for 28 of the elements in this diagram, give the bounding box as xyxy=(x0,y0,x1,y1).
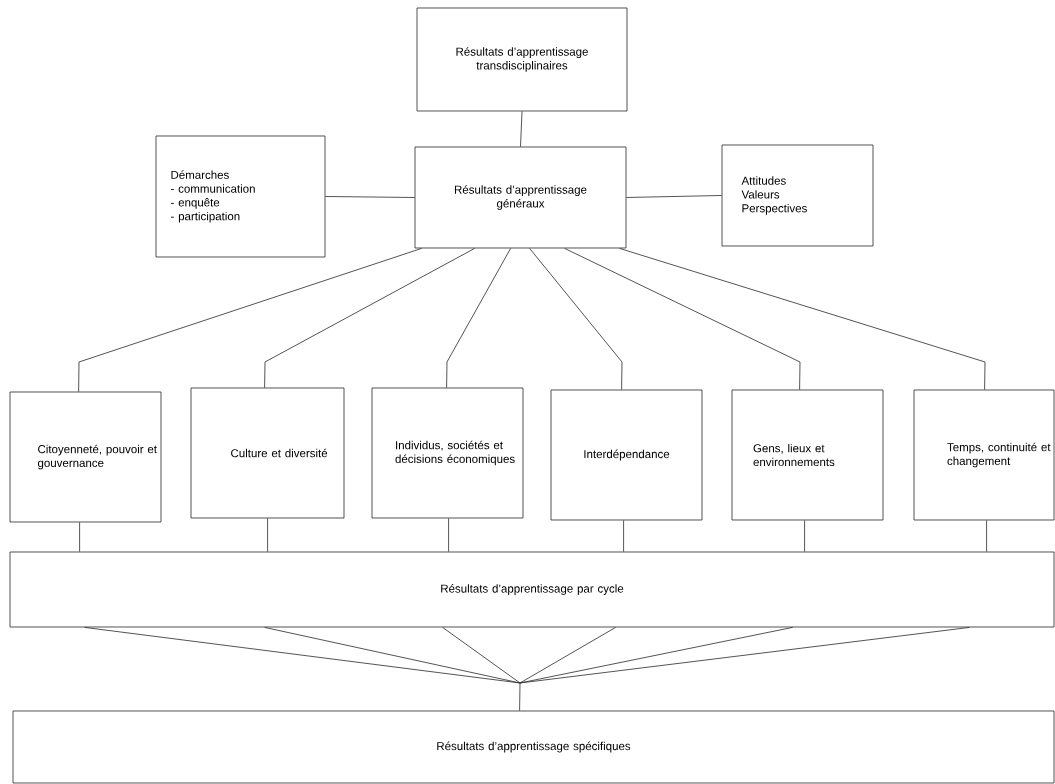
connector-line xyxy=(520,111,523,147)
text-box: Résultats d’apprentissage généraux xyxy=(414,146,627,249)
text-box: Résultats d’apprentissage spécifiques xyxy=(12,710,1055,784)
connector-line xyxy=(564,248,801,390)
text-box: Individus, sociétés et décisions économiques xyxy=(371,387,524,519)
connector-line xyxy=(529,248,623,390)
connector-line xyxy=(804,520,805,552)
text-box: Attitudes Valeurs Perspectives xyxy=(721,144,874,247)
connector-line xyxy=(325,196,415,198)
connector-line xyxy=(619,248,986,390)
text-box: Citoyenneté, pouvoir et gouvernance xyxy=(9,391,162,523)
connector-line xyxy=(264,248,475,388)
connector-line xyxy=(79,522,80,552)
text-box: Gens, lieux et environnements xyxy=(731,389,884,521)
text-box: Résultats d’apprentissage par cycle xyxy=(9,551,1055,628)
connector-line xyxy=(448,518,449,552)
connector-line xyxy=(623,520,624,552)
text-box: Temps, continuité et changement xyxy=(913,389,1055,521)
connector-line xyxy=(78,248,422,392)
text-box: Interdépendance xyxy=(550,389,703,521)
text-box: Démarches - communication - enquête - participation xyxy=(155,135,326,258)
text-box: Culture et diversité xyxy=(190,387,345,519)
connector-line xyxy=(267,518,268,552)
text-box: Résultats d’apprentissage transdisciplinaires xyxy=(416,7,628,112)
connector-line xyxy=(986,520,987,552)
connector-line xyxy=(446,248,511,388)
connector-line xyxy=(626,195,722,198)
connector-line xyxy=(84,627,970,711)
